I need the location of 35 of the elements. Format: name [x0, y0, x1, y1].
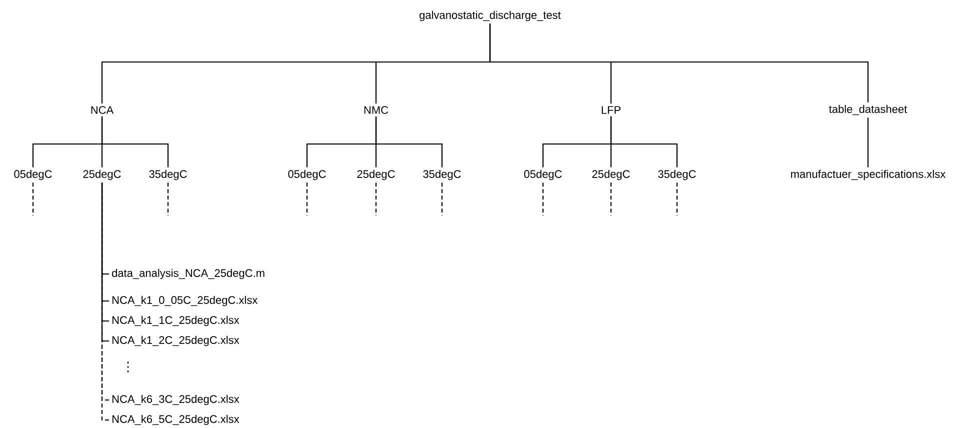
- dashed-line: [542, 182, 544, 216]
- folder-name: NMC: [364, 106, 388, 114]
- dashed-line: [610, 182, 612, 216]
- vertical-ellipsis: ⋮: [127, 362, 129, 372]
- folder-name: 05degC: [288, 170, 326, 180]
- folder-name: galvanostatic_discharge_test: [420, 10, 561, 22]
- tree-connector: [867, 118, 869, 168]
- file-name: data_analysis_NCA_25degC.m: [112, 268, 264, 280]
- tree-connector: [610, 116, 678, 168]
- file-name: NCA_k1_2C_25degC.xlsx: [112, 336, 240, 346]
- dashed-line: [167, 182, 169, 216]
- dashed-line: [32, 182, 34, 216]
- folder-name: 35degC: [149, 170, 187, 180]
- file-name: manufactuer_specifications.xlsx: [791, 170, 946, 180]
- folder-name: 05degC: [14, 170, 52, 180]
- folder-name: 35degC: [658, 170, 696, 180]
- dashed-line: [375, 182, 377, 216]
- dashed-line: [306, 182, 308, 216]
- folder-name: table_datasheet: [829, 104, 908, 116]
- folder-name: 25degC: [592, 170, 630, 180]
- dashed-line: [676, 182, 678, 216]
- file-name: NCA_k1_1C_25degC.xlsx: [112, 316, 240, 326]
- tree-connector: [101, 116, 169, 168]
- file-name: NCA_k6_3C_25degC.xlsx: [112, 394, 240, 406]
- folder-name: 25degC: [83, 170, 121, 180]
- dashed-line: [441, 182, 443, 216]
- folder-name: 35degC: [423, 170, 461, 180]
- folder-name: 25degC: [357, 170, 395, 180]
- tree-connector: [489, 24, 869, 102]
- folder-name: NCA: [91, 106, 114, 114]
- tree-connector: [375, 116, 443, 168]
- file-name: NCA_k1_0_05C_25degC.xlsx: [112, 296, 258, 306]
- file-name: NCA_k6_5C_25degC.xlsx: [112, 414, 240, 426]
- folder-name: LFP: [602, 106, 621, 114]
- folder-name: 05degC: [524, 170, 562, 180]
